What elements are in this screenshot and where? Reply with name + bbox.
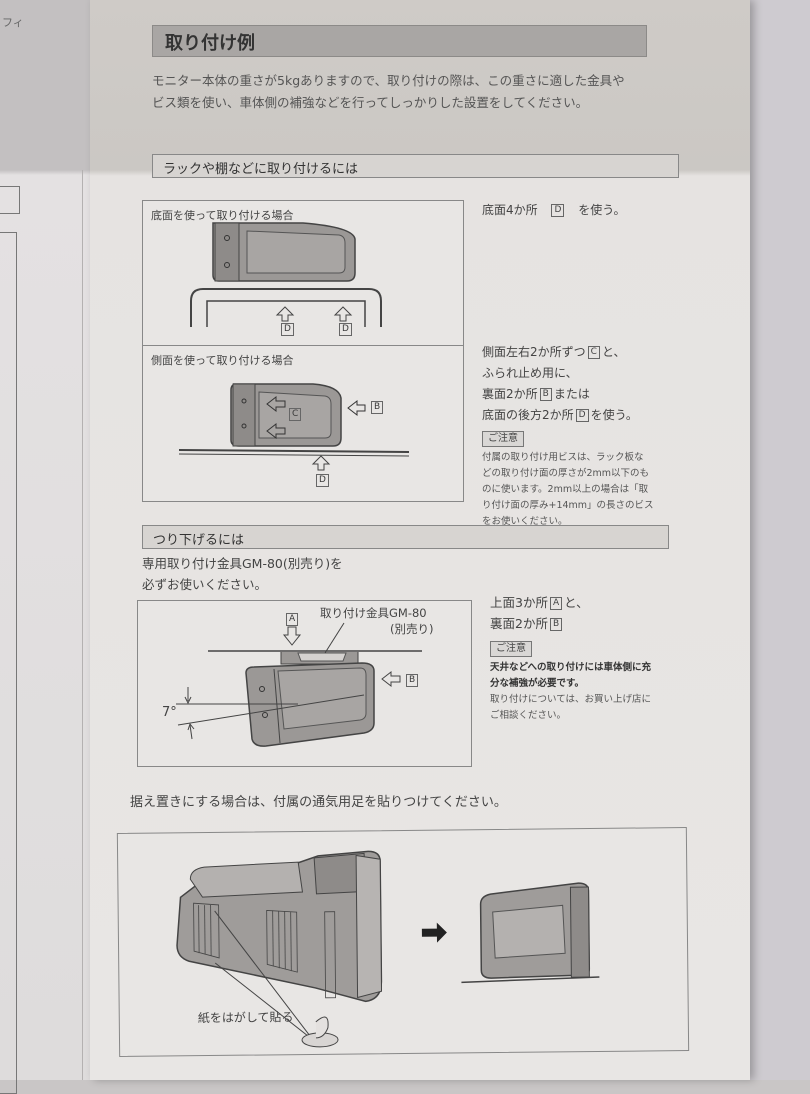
instruction-text: と、 (564, 595, 589, 610)
instruction-text: ふられ止め用に、 (482, 366, 578, 380)
page-title: 取り付け例 (165, 33, 255, 54)
hang-section-heading-text: つり下げるには (153, 533, 245, 548)
foot-label: 紙をはがして貼る (197, 1010, 294, 1026)
note-line-emphasis: 分な補強が必要です。 (490, 678, 585, 689)
note-line: どの取り付け面の厚さが2mm以下のも (482, 468, 650, 479)
intro-paragraph: モニター本体の重さが5kgありますので、取り付けの際は、この重さに適した金具や … (152, 70, 712, 114)
marker-d: D (575, 409, 589, 422)
instruction-text: 側面左右2か所ずつ (482, 345, 586, 359)
note-line: 取り付けについては、お買い上げ店に (490, 694, 652, 705)
background-surface (740, 0, 810, 1080)
note-line: 付属の取り付け用ビスは、ラック板な (482, 452, 644, 463)
marker-d: D (339, 323, 352, 336)
intro-line: ビス類を使い、車体側の補強などを行ってしっかりした設置をしてください。 (152, 95, 589, 110)
note-line: をお使いください。 (482, 516, 568, 527)
manual-page: 取り付け例 モニター本体の重さが5kgありますので、取り付けの際は、この重さに適… (90, 0, 750, 1080)
marker-d: D (316, 474, 329, 487)
marker-b: B (406, 674, 419, 687)
instruction-line: ふられ止め用に、 (482, 363, 722, 384)
bracket-label: 取り付け金具GM-80 (320, 606, 427, 620)
intro-line: モニター本体の重さが5kgありますので、取り付けの際は、この重さに適した金具や (152, 73, 625, 88)
marker-b: B (371, 401, 384, 414)
instruction-text: と、 (601, 345, 626, 359)
marker-d: D (551, 204, 565, 217)
left-page-text-fragment: フィ (2, 16, 24, 29)
hang-mount-figure: A 取り付け金具GM-80 (別売り) B 7° (137, 600, 472, 767)
marker-c: C (587, 346, 600, 359)
bottom-mount-figure: 底面を使って取り付ける場合 D D (142, 200, 464, 347)
bottom-mount-instruction: 底面4か所 D を使う。 (482, 200, 626, 221)
caution-note: 付属の取り付け用ビスは、ラック板な どの取り付け面の厚さが2mm以下のも のに使… (482, 450, 722, 530)
marker-a: A (286, 613, 299, 626)
hang-section-heading: つり下げるには (142, 525, 669, 549)
instruction-text: または (553, 387, 590, 401)
marker-a: A (549, 597, 563, 610)
instruction-text: を使う。 (590, 408, 638, 422)
rack-section-heading: ラックや棚などに取り付けるには (152, 154, 679, 178)
instruction-text: 底面の後方2か所 (482, 408, 574, 422)
instruction-text: 底面4か所 (482, 203, 538, 217)
hang-intro-line: 専用取り付け金具GM-80(別売り)を (142, 556, 343, 571)
instruction-text: を使う。 (578, 203, 626, 217)
hang-intro-line: 必ずお使いください。 (142, 577, 268, 592)
rack-section-heading-text: ラックや棚などに取り付けるには (163, 162, 359, 177)
instruction-text: 上面3か所 (490, 595, 548, 610)
hang-intro: 専用取り付け金具GM-80(別売り)を 必ずお使いください。 (142, 553, 343, 595)
side-mount-figure-label: 側面を使って取り付ける場合 (151, 354, 294, 367)
instruction-text: 裏面2か所 (490, 616, 548, 631)
left-page-box (0, 232, 17, 1094)
standing-feet-figure: 紙をはがして貼る (116, 827, 690, 1057)
caution-note: 天井などへの取り付けには車体側に充 分な補強が必要です。 取り付けについては、お… (490, 660, 720, 724)
bracket-sold-separately-label: (別売り) (390, 622, 434, 636)
note-line: のに使います。2mm以上の場合は「取 (482, 484, 649, 495)
note-line: ご相談ください。 (490, 710, 567, 721)
note-line: り付け面の厚み+14mm」の長さのビス (482, 500, 654, 511)
section-title-bar: 取り付け例 (152, 25, 647, 57)
adjacent-left-page: フィ (0, 0, 90, 1094)
side-mount-figure: 側面を使って取り付ける場合 C B D (142, 345, 464, 502)
marker-d: D (281, 323, 294, 336)
caution-badge: ご注意 (490, 641, 532, 657)
bottom-mount-figure-label: 底面を使って取り付ける場合 (151, 209, 294, 222)
note-line-emphasis: 天井などへの取り付けには車体側に充 (490, 662, 652, 673)
marker-b: B (539, 388, 552, 401)
monitor-side-mount-illustration (178, 383, 410, 471)
standing-caption: 据え置きにする場合は、付属の通気用足を貼りつけてください。 (130, 795, 507, 810)
caution-badge: ご注意 (482, 431, 524, 447)
monitor-hanging-illustration (176, 622, 422, 747)
monitor-on-shelf-illustration (190, 222, 382, 327)
marker-b: B (549, 618, 563, 631)
marker-c: C (289, 408, 302, 421)
tilt-angle-label: 7° (162, 705, 177, 720)
left-page-box (0, 186, 20, 214)
instruction-text: 裏面2か所 (482, 387, 538, 401)
vent-feet-illustration (176, 850, 600, 1048)
fold-line (82, 170, 83, 1080)
